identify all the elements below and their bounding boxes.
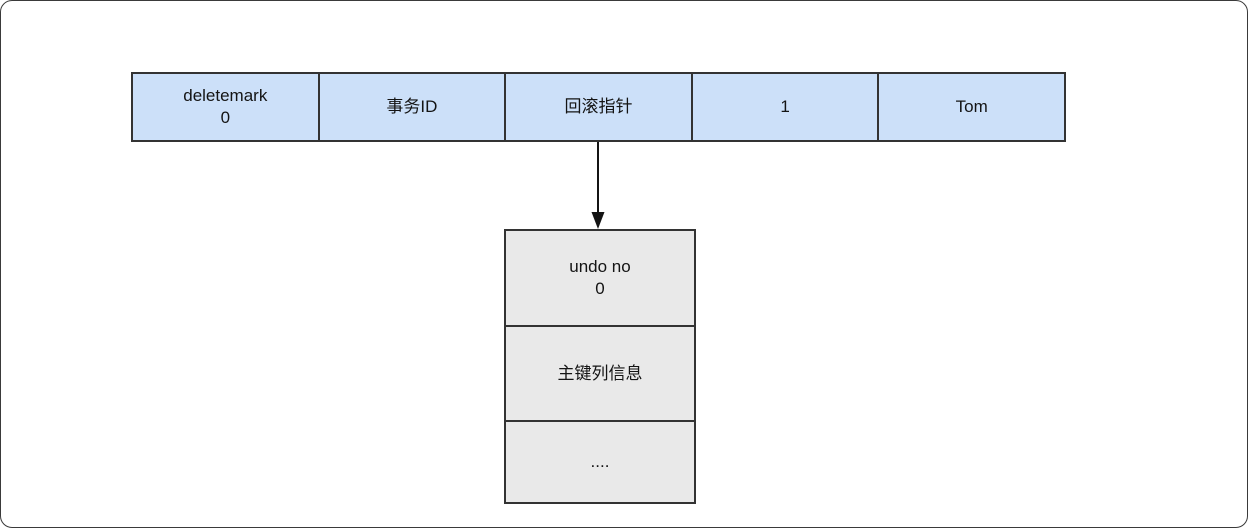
cell-text: Tom: [955, 97, 988, 116]
cell-text: 0: [220, 108, 231, 127]
undo-cell-undo-no: undo no 0: [506, 231, 694, 325]
cell-text: 回滚指针: [564, 97, 633, 116]
undo-cell-primary-key-info: 主键列信息: [506, 325, 694, 420]
record-cell-deletemark: deletemark 0: [133, 74, 318, 140]
record-cell-rollback-pointer: 回滚指针: [504, 74, 691, 140]
cell-text: undo no: [569, 257, 631, 276]
cell-text: 0: [595, 279, 605, 298]
undo-cell-ellipsis: ....: [506, 420, 694, 502]
undo-log-block: undo no 0 主键列信息 ....: [504, 229, 696, 504]
cell-text: 主键列信息: [557, 363, 643, 383]
record-cell-name-value: Tom: [877, 74, 1064, 140]
record-cell-transaction-id: 事务ID: [317, 74, 505, 140]
cell-text: 事务ID: [386, 97, 438, 116]
cell-text: 1: [780, 97, 790, 116]
cell-text: ....: [590, 452, 610, 471]
record-row: deletemark 0 事务ID 回滚指针 1 Tom: [131, 72, 1066, 142]
cell-text: deletemark: [183, 86, 268, 105]
arrow-down-icon: [591, 142, 605, 229]
record-cell-id-value: 1: [690, 74, 878, 140]
